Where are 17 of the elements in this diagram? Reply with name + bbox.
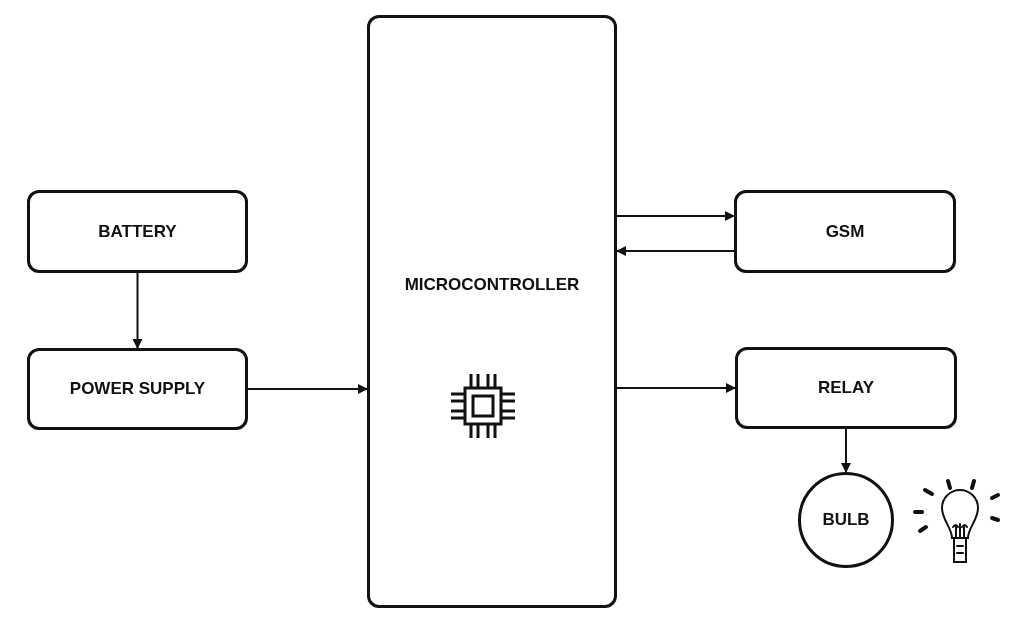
arrow [132, 272, 143, 349]
process-box [27, 348, 248, 430]
node-label: RELAY [817, 378, 875, 398]
node-label: MICROCONTROLLER [404, 275, 580, 295]
arrow [247, 384, 368, 394]
node-label: POWER SUPPLY [69, 379, 206, 399]
process-box [734, 190, 956, 273]
arrow [616, 246, 735, 256]
process-box [367, 15, 617, 608]
node-label: BATTERY [98, 221, 177, 242]
node-label: BULB [822, 510, 870, 530]
process-box [27, 190, 248, 273]
process-box [735, 347, 957, 429]
arrow [616, 383, 736, 393]
arrow [841, 428, 851, 473]
arrow [616, 211, 735, 221]
node-label: GSM [825, 221, 865, 242]
